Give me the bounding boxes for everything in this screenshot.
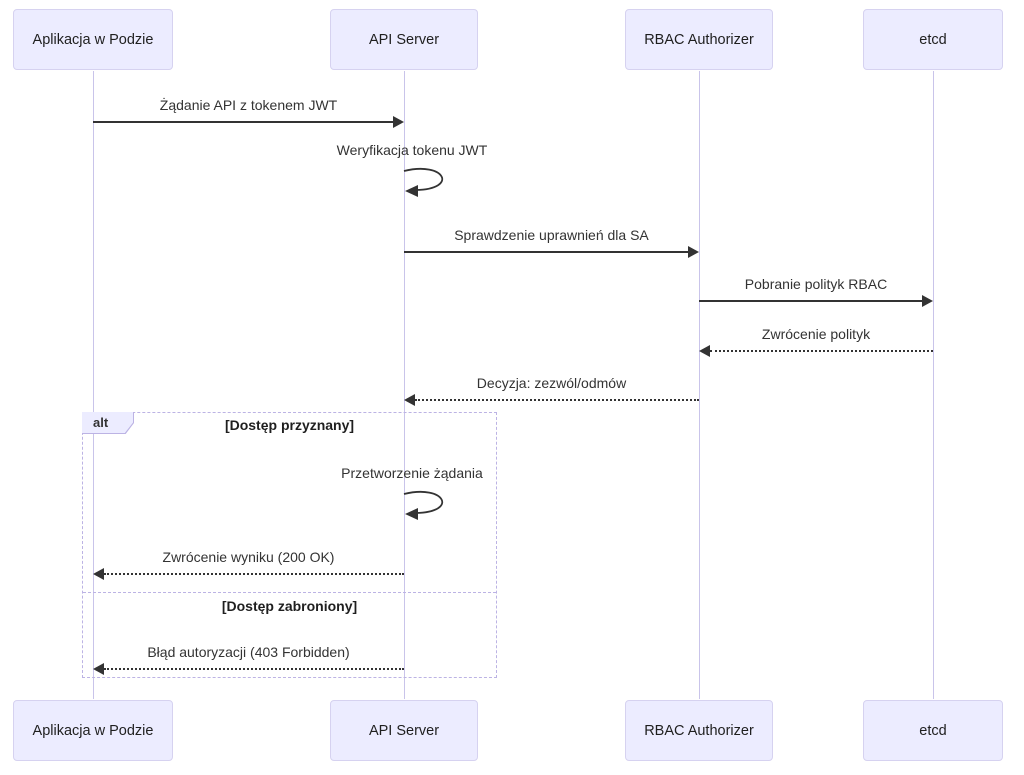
message-label: Zwrócenie wyniku (200 OK)	[162, 549, 335, 565]
self-loop-arrow-icon	[403, 168, 444, 197]
message-label: Zwrócenie polityk	[761, 326, 871, 342]
message-label: Weryfikacja tokenu JWT	[336, 142, 488, 158]
actor-label: etcd	[919, 31, 947, 48]
alt-condition-denied: [Dostęp zabroniony]	[221, 598, 358, 614]
actor-bottom-aplikacja-w-podzie: Aplikacja w Podzie	[13, 700, 173, 761]
message-label: Błąd autoryzacji (403 Forbidden)	[147, 644, 350, 660]
self-loop-arrow-icon	[403, 491, 444, 520]
message-label: Żądanie API z tokenem JWT	[159, 97, 338, 113]
arrowhead-left-icon	[699, 345, 710, 357]
message-line	[415, 399, 699, 401]
actor-label: Aplikacja w Podzie	[32, 31, 154, 48]
message-label: Decyzja: zezwól/odmów	[476, 375, 627, 391]
actor-label: API Server	[368, 31, 440, 48]
message-label: Sprawdzenie uprawnień dla SA	[454, 227, 649, 243]
message-label: Pobranie polityk RBAC	[744, 276, 888, 292]
alt-section-divider	[83, 592, 496, 593]
lifeline-aplikacja-w-podzie	[93, 71, 94, 699]
alt-condition-granted: [Dostęp przyznany]	[224, 417, 355, 433]
message-line	[104, 668, 404, 670]
arrowhead-left-icon	[93, 663, 104, 675]
actor-bottom-etcd: etcd	[863, 700, 1003, 761]
actor-label: Aplikacja w Podzie	[32, 722, 154, 739]
arrowhead-right-icon	[688, 246, 699, 258]
message-line	[699, 300, 923, 302]
arrowhead-left-icon	[93, 568, 104, 580]
actor-top-rbac-authorizer: RBAC Authorizer	[625, 9, 773, 70]
alt-label-badge: alt	[82, 412, 134, 434]
actor-label: etcd	[919, 722, 947, 739]
message-line	[104, 573, 404, 575]
actor-bottom-api-server: API Server	[330, 700, 478, 761]
actor-top-aplikacja-w-podzie: Aplikacja w Podzie	[13, 9, 173, 70]
arrowhead-left-icon	[404, 394, 415, 406]
lifeline-api-server	[404, 71, 405, 699]
lifeline-rbac-authorizer	[699, 71, 700, 699]
message-line	[710, 350, 933, 352]
message-line	[93, 121, 393, 123]
alt-frame: alt [Dostęp przyznany] [Dostęp zabronion…	[82, 412, 497, 678]
actor-top-api-server: API Server	[330, 9, 478, 70]
actor-top-etcd: etcd	[863, 9, 1003, 70]
arrowhead-right-icon	[922, 295, 933, 307]
message-line	[404, 251, 689, 253]
actor-label: RBAC Authorizer	[644, 31, 754, 48]
arrowhead-right-icon	[393, 116, 404, 128]
alt-label: alt	[82, 412, 133, 433]
message-label: Przetworzenie żądania	[341, 465, 483, 481]
actor-bottom-rbac-authorizer: RBAC Authorizer	[625, 700, 773, 761]
actor-label: API Server	[368, 722, 440, 739]
actor-label: RBAC Authorizer	[644, 722, 754, 739]
lifeline-etcd	[933, 71, 934, 699]
